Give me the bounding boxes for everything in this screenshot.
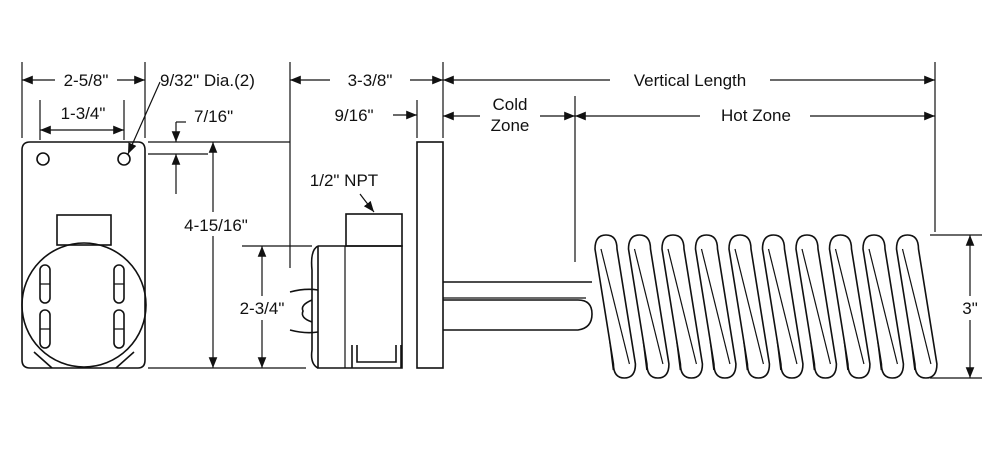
- clamp: [289, 288, 319, 334]
- coil-turn-inner: [633, 248, 664, 365]
- coil-turn-inner: [734, 248, 765, 365]
- front-view: [21, 141, 147, 369]
- coil-turn-inner: [700, 248, 731, 365]
- hole-dia-label: 9/32" Dia.(2): [160, 71, 255, 90]
- flange-plate: [416, 141, 444, 369]
- body-depth-label: 3-3/8": [348, 71, 393, 90]
- sheath-inner: [443, 299, 593, 331]
- side-body: [317, 245, 403, 369]
- coil-turn-inner: [868, 248, 899, 365]
- coil-turn-inner: [767, 248, 798, 365]
- coil-diameter-label: 3": [962, 299, 978, 318]
- vertical-length-label: Vertical Length: [634, 71, 746, 90]
- coil-turn-inner: [801, 248, 832, 365]
- flange-outline: [21, 141, 146, 369]
- front-dimensions: 2-5/8" 1-3/4" 9/32" Dia.(2) 7/16" 4-15/1…: [21, 62, 306, 369]
- side-body-left-edge: [310, 245, 319, 369]
- flange-height-label: 4-15/16": [184, 216, 248, 235]
- side-bracket: [351, 345, 402, 368]
- terminal-slot-dividers: [40, 283, 124, 330]
- hole-spacing-label: 1-3/4": [61, 104, 106, 123]
- flange-lower-notch: [33, 351, 135, 369]
- side-view: [289, 141, 593, 369]
- npt-fitting: [345, 213, 403, 247]
- box-stem: [56, 214, 112, 246]
- npt-label: 1/2" NPT: [310, 171, 378, 190]
- coil-turn-inner: [901, 248, 932, 365]
- hot-zone-coil: [594, 234, 938, 379]
- side-dimensions: 3-3/8" 9/16" 1/2" NPT 2-3/4": [226, 62, 444, 368]
- mounting-hole-left: [36, 152, 50, 166]
- cold-zone-label-1: Cold: [493, 95, 528, 114]
- terminal-housing: [21, 242, 147, 368]
- hot-zone-label: Hot Zone: [721, 106, 791, 125]
- hole-offset-label: 7/16": [194, 107, 233, 126]
- flange-thickness-label: 9/16": [334, 106, 373, 125]
- body-height-label: 2-3/4": [240, 299, 285, 318]
- flange-width-label: 2-5/8": [64, 71, 109, 90]
- coil-turn-inner: [667, 248, 698, 365]
- mounting-hole-right: [117, 152, 131, 166]
- length-dimensions: Vertical Length Cold Zone Hot Zone 3": [443, 62, 984, 379]
- coil-turn-inner: [600, 248, 631, 365]
- coil-turn-inner: [834, 248, 865, 365]
- cold-zone-label-2: Zone: [491, 116, 530, 135]
